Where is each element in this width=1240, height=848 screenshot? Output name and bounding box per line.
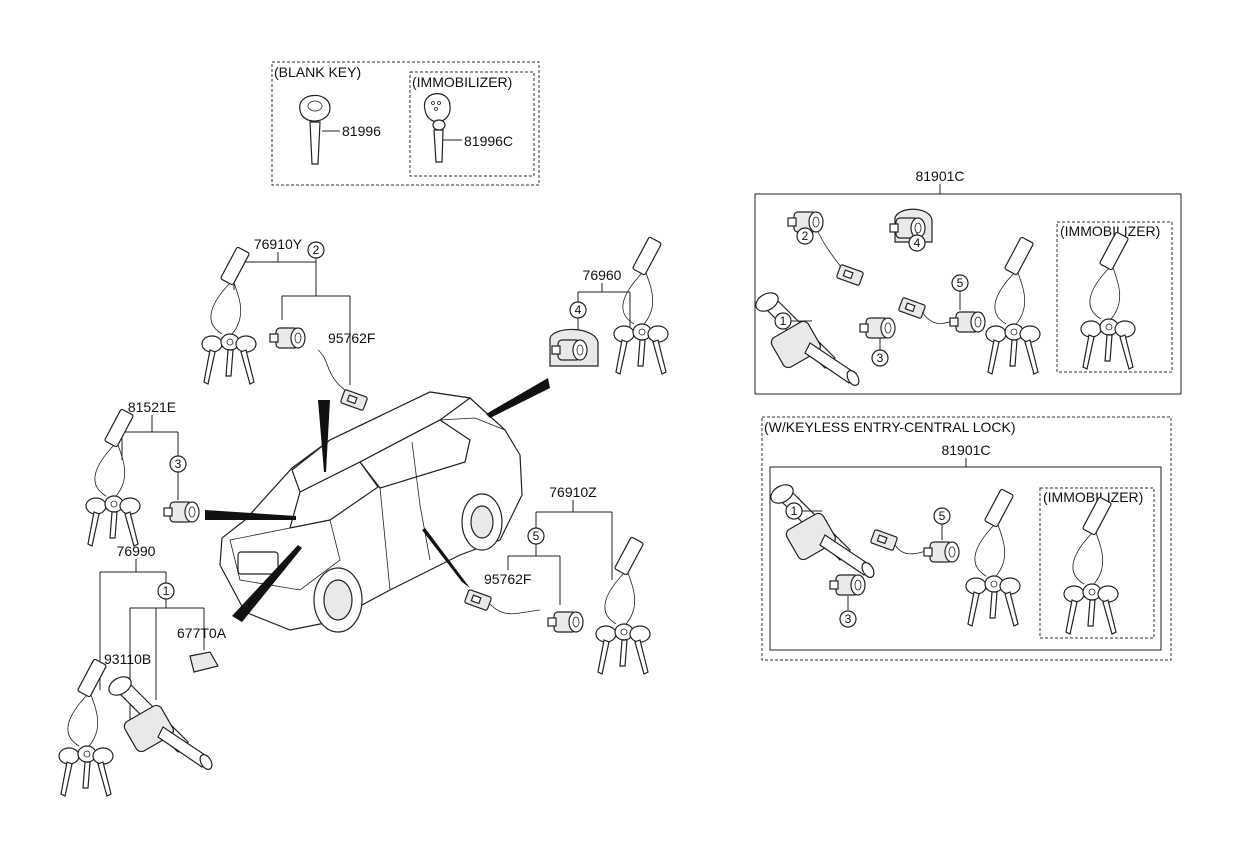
- immobilizer-key-icon: [423, 93, 451, 163]
- immobilizer-key-set-icon: [1080, 231, 1136, 370]
- 81521e-key-set-icon: [85, 408, 141, 547]
- keyless-81901c-label: 81901C: [941, 442, 990, 458]
- 76910z-connector-part: 95762F: [484, 571, 531, 587]
- 76910z-lock-cylinder: [547, 611, 584, 633]
- 81521e-label: 81521E: [128, 399, 176, 415]
- blank-key-group: (BLANK KEY) 81996 (IMMOBILIZER) 81996C: [271, 61, 540, 186]
- keyless-lock-cylinder-5: [923, 541, 960, 563]
- callout-2: 2: [802, 229, 809, 243]
- door-lock-cylinder-2: [787, 211, 847, 275]
- 76910z-callout: 5: [533, 529, 540, 543]
- assembly-76910z: 76910Z 5 95762F: [463, 484, 651, 675]
- keyless-ignition-switch: [767, 480, 877, 581]
- assembly-76990: 76990 1 93110B 677T0A: [58, 543, 227, 797]
- keyless-callout-5: 5: [939, 509, 946, 523]
- keyless-immobilizer-title: (IMMOBILIZER): [1043, 489, 1143, 505]
- lock-cylinder-3: [859, 317, 896, 339]
- keyless-entry-title: (W/KEYLESS ENTRY-CENTRAL LOCK): [764, 419, 1016, 435]
- 81521e-callout: 3: [175, 457, 182, 471]
- key-set-icon: [985, 236, 1041, 375]
- 76910y-connector-part: 95762F: [328, 330, 375, 346]
- assembly-76960: 76960 4: [549, 236, 669, 375]
- 76910z-key-set-icon: [595, 536, 651, 675]
- keyless-entry-group: (W/KEYLESS ENTRY-CENTRAL LOCK) 81901C (I…: [761, 416, 1172, 661]
- 76960-label: 76960: [583, 267, 622, 283]
- 76990-part-93110b: 93110B: [104, 651, 151, 667]
- blank-key-title: (BLANK KEY): [274, 64, 361, 80]
- 76910y-label: 76910Y: [254, 236, 303, 252]
- callout-5: 5: [957, 276, 964, 290]
- 81521e-lock-cylinder: [163, 501, 200, 523]
- assembly-81521e: 81521E 3: [85, 399, 200, 547]
- callout-3: 3: [877, 351, 884, 365]
- 76990-key-set-icon: [58, 658, 114, 797]
- 76960-lock-cylinder: [549, 328, 599, 367]
- 76990-key-cap: [189, 651, 219, 673]
- set-81901c: 81901C (IMMOBILIZER) 2 4 1 3: [752, 168, 1182, 395]
- keyless-callout-3: 3: [845, 612, 852, 626]
- vehicle-illustration: [205, 378, 550, 633]
- 76960-callout: 4: [575, 303, 582, 317]
- keyless-key-set-icon: [965, 488, 1021, 627]
- immobilizer-key-part: 81996C: [464, 133, 513, 149]
- callout-1: 1: [780, 314, 787, 328]
- keyless-immobilizer-key-icon: [1063, 496, 1119, 635]
- assembly-76910y: 76910Y 2 95762F: [201, 236, 375, 412]
- lock-cylinder-5: [949, 311, 986, 333]
- immobilizer-key-title: (IMMOBILIZER): [412, 74, 512, 90]
- 76990-part-677t0a: 677T0A: [177, 625, 227, 641]
- 76960-key-set-icon: [613, 236, 669, 375]
- 76910y-connector: [339, 388, 369, 412]
- 76990-label: 76990: [117, 543, 156, 559]
- callout-4: 4: [914, 236, 921, 250]
- 76910y-callout: 2: [313, 243, 320, 257]
- 76990-ignition-switch: [105, 672, 215, 773]
- ignition-switch-1: [752, 288, 862, 389]
- set-81901c-immobilizer-title: (IMMOBILIZER): [1060, 223, 1160, 239]
- 76910z-connector: [463, 588, 493, 612]
- 76910y-lock-cylinder: [269, 327, 306, 349]
- keyless-lock-cylinder-3: [829, 574, 866, 596]
- keyless-callout-1: 1: [791, 504, 798, 518]
- 76910y-key-set-icon: [201, 246, 257, 385]
- 76990-callout: 1: [163, 584, 170, 598]
- blank-key-icon: [299, 94, 331, 165]
- blank-key-part: 81996: [342, 123, 381, 139]
- trunk-lock-cylinder-4: [889, 208, 933, 243]
- 76910z-label: 76910Z: [549, 484, 597, 500]
- set-81901c-label: 81901C: [915, 168, 964, 184]
